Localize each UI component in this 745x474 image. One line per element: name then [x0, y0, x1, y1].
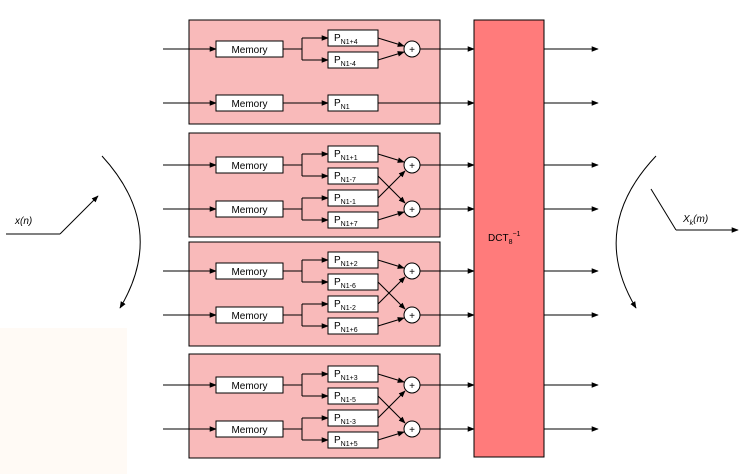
- output-commutator: Xk(m): [615, 155, 739, 309]
- cross-arrow: [377, 390, 406, 419]
- adder-input-arrow: [377, 259, 405, 269]
- p-label: PN1-2: [334, 299, 356, 312]
- rotation-arrow-right: [615, 155, 657, 309]
- p-label: PN1+3: [334, 369, 358, 382]
- p-label: PN1+4: [334, 33, 358, 46]
- cross-arrow: [377, 281, 406, 310]
- adder-plus-symbol: +: [409, 205, 415, 216]
- input-commutator: x(n): [6, 155, 141, 309]
- block-rect: [188, 353, 441, 459]
- memory-label: Memory: [231, 425, 267, 436]
- cross-arrow: [377, 395, 406, 424]
- adder-plus-symbol: +: [409, 267, 415, 278]
- adder-plus-symbol: +: [409, 381, 415, 392]
- adder-input-arrow: [377, 37, 405, 47]
- p-label: PN1-6: [334, 277, 356, 290]
- p-label: PN1-7: [334, 171, 356, 184]
- memory-label: Memory: [231, 45, 267, 56]
- adder-input-arrow: [377, 317, 405, 327]
- dct-block: DCT8−1: [473, 19, 545, 458]
- dct-label: DCT8−1: [488, 231, 521, 246]
- cross-arrow: [377, 170, 406, 199]
- p-label: PN1-1: [334, 193, 356, 206]
- p-label: PN1+1: [334, 149, 358, 162]
- dct-outputs: [544, 46, 599, 432]
- p-label: PN1+2: [334, 255, 358, 268]
- block-rect: [188, 132, 441, 238]
- memory-label: Memory: [231, 205, 267, 216]
- cross-arrow: [377, 175, 406, 204]
- memory-label: Memory: [231, 99, 267, 110]
- p-label: PN1+5: [334, 435, 358, 448]
- cross-arrow: [377, 276, 406, 305]
- p-label: PN1-3: [334, 413, 356, 426]
- p-label: PN1-4: [334, 55, 356, 68]
- p-label: PN1+6: [334, 321, 358, 334]
- block-rect: [188, 241, 441, 347]
- adder-plus-symbol: +: [409, 161, 415, 172]
- rotation-arrow-left: [101, 155, 141, 309]
- memory-label: Memory: [231, 267, 267, 278]
- corner-patch: [0, 328, 127, 474]
- input-label: x(n): [14, 216, 32, 227]
- adder-input-arrow: [377, 431, 405, 441]
- adder-plus-symbol: +: [409, 45, 415, 56]
- memory-label: Memory: [231, 161, 267, 172]
- output-label: Xk(m): [682, 214, 708, 227]
- adder-plus-symbol: +: [409, 311, 415, 322]
- adder-input-arrow: [377, 373, 405, 383]
- adder-input-arrow: [377, 51, 405, 61]
- p-label: PN1-5: [334, 391, 356, 404]
- adder-input-arrow: [377, 211, 405, 221]
- dct-rect: [473, 19, 545, 458]
- memory-label: Memory: [231, 311, 267, 322]
- adder-input-arrow: [377, 153, 405, 163]
- adder-plus-symbol: +: [409, 425, 415, 436]
- p-label: PN1+7: [334, 215, 358, 228]
- memory-label: Memory: [231, 381, 267, 392]
- p-label: PN1: [334, 98, 350, 111]
